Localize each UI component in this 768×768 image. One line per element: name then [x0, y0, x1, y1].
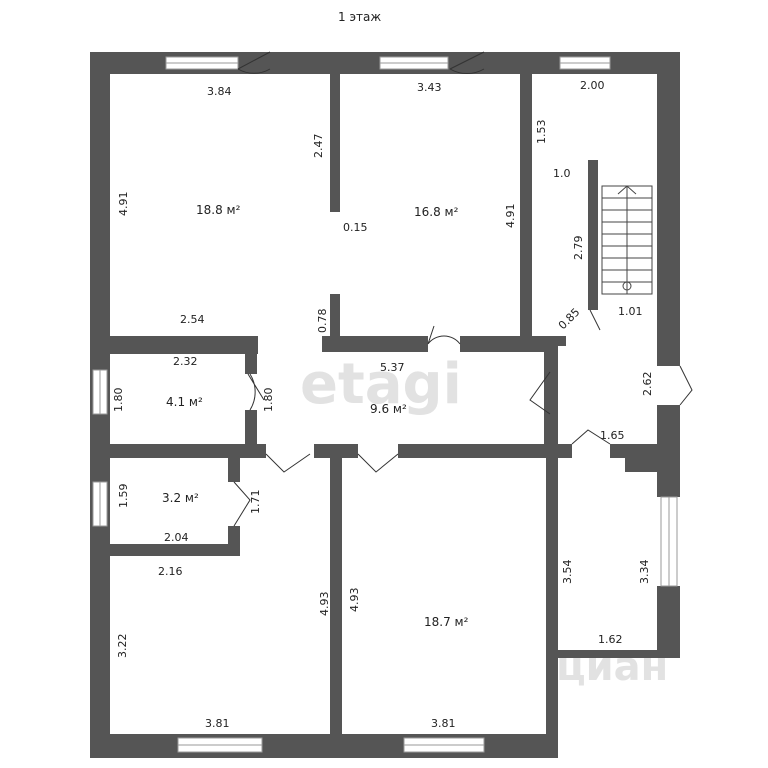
stairs-wall [588, 160, 598, 310]
dim-label: 2.79 [572, 236, 585, 261]
dim-label: 2.54 [180, 313, 205, 326]
wall-right-room-left [546, 454, 558, 758]
wall-r1-r2-upper [330, 74, 340, 212]
dim-label: 3.81 [205, 717, 230, 730]
door-r2 [449, 51, 485, 75]
door-right-outside [679, 365, 693, 406]
dim-label: 3.54 [561, 560, 574, 585]
wall-corridor-bottom-mid [314, 444, 358, 458]
wall-right-upper [657, 52, 680, 366]
wall-room32-bottom [110, 544, 240, 556]
wall-corridor-right [544, 336, 558, 446]
dim-label: 4.91 [117, 192, 130, 217]
dim-label: 3.81 [431, 717, 456, 730]
dim-label: 2.62 [641, 372, 654, 397]
wall-corridor-top-right [460, 336, 548, 352]
dim-label: 1.80 [112, 388, 125, 413]
wall-hall-small [558, 336, 566, 346]
floor-title: 1 этаж [338, 10, 381, 24]
dim-label: 1.01 [618, 305, 643, 318]
wall-corridor-top-left [110, 336, 258, 354]
dim-label: 1.59 [117, 484, 130, 509]
dim-label: 2.16 [158, 565, 183, 578]
wall-right-room-notch [625, 444, 680, 472]
door-corridor-bm [357, 453, 399, 473]
dim-label: 3.22 [116, 634, 129, 659]
stairs-marker [622, 281, 632, 291]
room-area-3: 4.1 м² [166, 395, 203, 409]
wall-bottom-rooms [330, 454, 342, 734]
door-r3 [247, 373, 265, 411]
wall-room32-right-top [228, 456, 240, 482]
wall-r2-stairs [520, 74, 532, 344]
wall-right-room-top-left [546, 444, 572, 458]
dim-label: 0.15 [343, 221, 368, 234]
dim-label: 0.85 [556, 306, 583, 333]
dim-label: 5.37 [380, 361, 405, 374]
dim-label: 4.91 [504, 204, 517, 229]
wall-corridor-bottom-left [110, 444, 266, 458]
dim-label: 1.80 [262, 388, 275, 413]
dim-label: 1.71 [249, 490, 262, 515]
wall-corridor-bottom-right [398, 444, 558, 458]
dim-label: 1.65 [600, 429, 625, 442]
window-lines [99, 62, 670, 746]
room-area-5: 3.2 м² [162, 491, 199, 505]
doors [233, 51, 693, 527]
door-stairs [589, 309, 601, 331]
wall-room41-right [245, 344, 257, 374]
dim-label: 0.78 [316, 309, 329, 334]
stairs [601, 185, 653, 295]
wall-room41-right-low [245, 410, 257, 446]
wall-r1-r2-lower [330, 294, 340, 344]
dim-label: 1.62 [598, 633, 623, 646]
door-corridor-bl [265, 453, 311, 473]
dim-label: 1.53 [535, 120, 548, 145]
dim-label: 3.43 [417, 81, 442, 94]
door-hall-left [529, 371, 551, 415]
room-area-4: 9.6 м² [370, 402, 407, 416]
dim-label: 4.93 [318, 592, 331, 617]
wall-bottom [90, 734, 558, 758]
dim-label: 3.34 [638, 560, 651, 585]
dim-label: 2.32 [173, 355, 198, 368]
dim-label: 4.93 [348, 588, 361, 613]
dim-label: 2.04 [164, 531, 189, 544]
room-area-6: 18.7 м² [424, 615, 469, 629]
dim-label: 2.47 [312, 134, 325, 159]
etagi-watermark: etagi [300, 352, 462, 417]
dim-label: 3.84 [207, 85, 232, 98]
dim-label: 1.0 [553, 167, 571, 180]
wall-bottom-right [556, 650, 680, 658]
walls [90, 52, 680, 758]
door-r5 [233, 481, 251, 527]
wall-corridor-top-mid [322, 336, 428, 352]
wall-right-lower [657, 586, 680, 658]
dim-label: 2.00 [580, 79, 605, 92]
door-right-room [571, 429, 611, 445]
door-r1 [237, 51, 271, 74]
room-area-2: 16.8 м² [414, 205, 459, 219]
room-area-1: 18.8 м² [196, 203, 241, 217]
door-r2-bottom [427, 325, 461, 345]
